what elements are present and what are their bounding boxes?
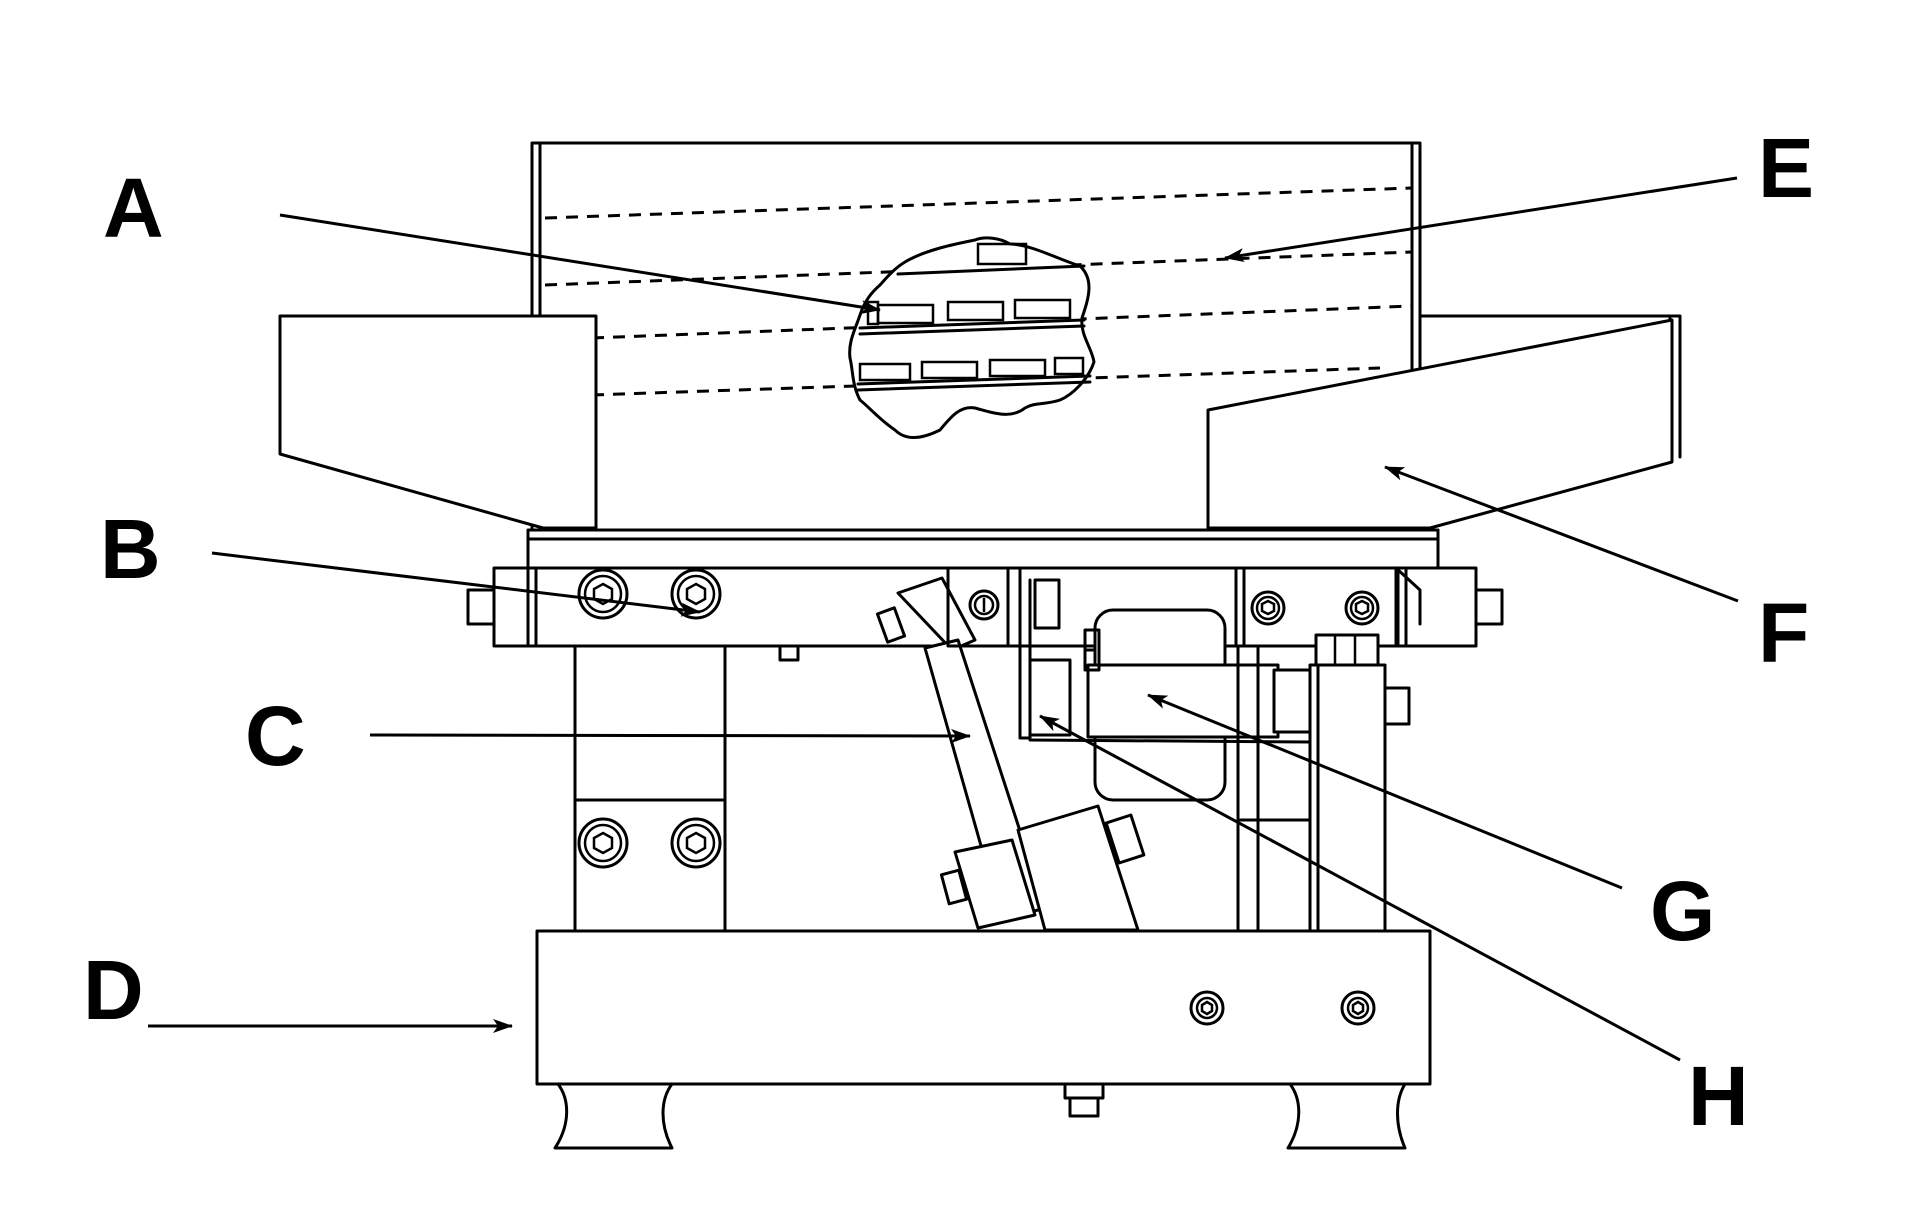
right-chute bbox=[1206, 314, 1682, 530]
arrow-b bbox=[211, 551, 701, 617]
frame-plate bbox=[526, 528, 1440, 541]
arrow-f bbox=[1384, 465, 1739, 603]
right-column bbox=[1234, 566, 1411, 933]
label-a: A bbox=[103, 161, 164, 255]
screen-cutaway bbox=[848, 236, 1096, 439]
vibrator-motor bbox=[1083, 608, 1314, 802]
label-b: B bbox=[100, 502, 161, 596]
arrow-g bbox=[1147, 693, 1623, 890]
leader-lines bbox=[148, 176, 1739, 1062]
label-g: G bbox=[1650, 864, 1715, 958]
label-c: C bbox=[245, 689, 306, 783]
arrow-c bbox=[369, 728, 971, 743]
label-f: F bbox=[1758, 586, 1809, 680]
label-e: E bbox=[1758, 121, 1814, 215]
arrow-a bbox=[279, 213, 881, 314]
base-frame bbox=[535, 929, 1432, 1150]
labels: A B C D E F G H bbox=[83, 121, 1814, 1143]
center-bracket bbox=[946, 566, 1061, 648]
arrow-e bbox=[1224, 176, 1738, 262]
left-chute bbox=[278, 314, 598, 530]
left-column bbox=[573, 644, 727, 933]
label-h: H bbox=[1688, 1049, 1749, 1143]
label-d: D bbox=[83, 943, 144, 1037]
arrow-h bbox=[1039, 714, 1681, 1062]
